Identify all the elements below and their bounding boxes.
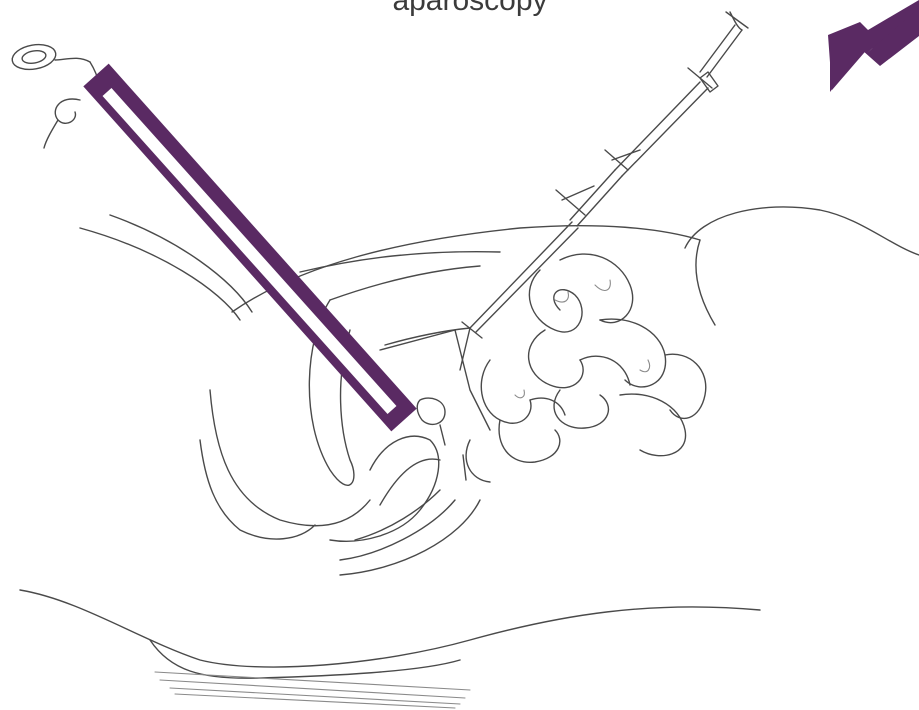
lower-body-contour xyxy=(20,590,760,708)
intestines xyxy=(466,254,706,482)
arrow-icon xyxy=(828,0,919,92)
highlighted-instrument xyxy=(96,75,404,420)
body-contour xyxy=(80,207,919,345)
speculum-icon xyxy=(10,41,100,148)
syringe-icon xyxy=(462,12,748,338)
